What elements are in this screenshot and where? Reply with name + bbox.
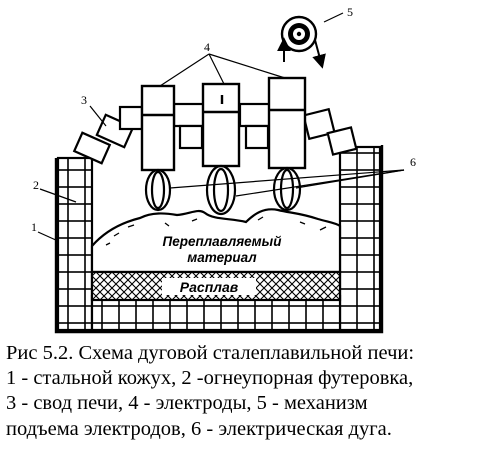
material-label-2: материал [187,250,257,265]
figure-caption: Рис 5.2. Схема дуговой сталеплавильной п… [6,341,492,442]
electric-arcs [144,164,302,216]
caption-line-4: подъема электродов, 6 - электрическая ду… [6,417,392,440]
leader-lines [37,12,405,242]
caption-line-3: 3 - свод печи, 4 - электроды, 5 - механи… [6,392,368,415]
scrap-material [90,208,342,274]
callout-4: 4 [204,40,210,54]
arc-furnace-diagram: Переплавляемый материал Расплав 1 2 3 4 … [31,5,416,334]
melt-label: Расплав [180,279,239,295]
callout-numbers: 1 2 3 4 5 6 [31,5,416,234]
callout-5: 5 [347,5,353,19]
callout-3: 3 [81,93,87,107]
callout-6: 6 [410,155,416,169]
electrodes [140,76,307,172]
caption-line-1: Рис 5.2. Схема дуговой сталеплавильной п… [6,342,415,364]
scrap-texture [105,216,327,246]
callout-2: 2 [33,178,39,192]
callout-1: 1 [31,220,37,234]
electrode-right [267,76,307,170]
caption-line-2: 1 - стальной кожух, 2 -огнеупорная футер… [6,367,414,390]
electrode-left [140,84,176,172]
electrode-lift-mechanism [277,15,326,69]
steel-shell [54,145,384,334]
material-label-1: Переплавляемый [163,234,283,249]
